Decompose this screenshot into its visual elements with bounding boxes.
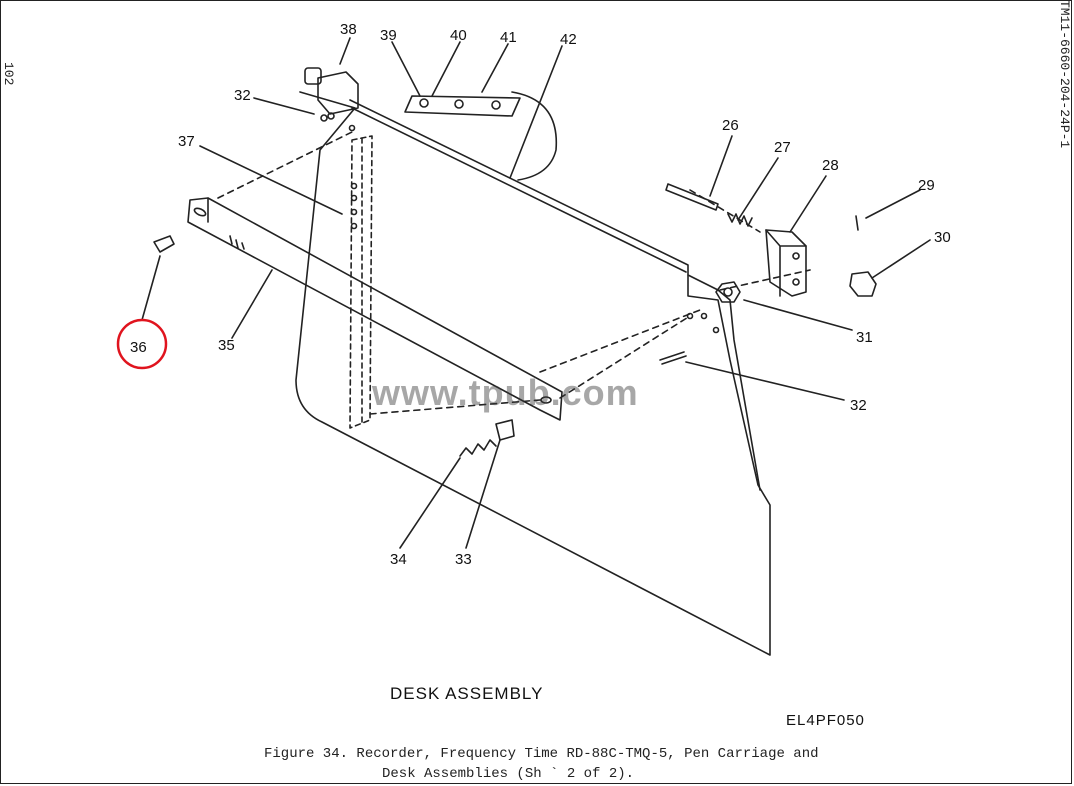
diagram-line xyxy=(350,208,358,216)
diagram-line xyxy=(871,239,931,279)
diagram-line xyxy=(350,222,358,230)
pin-26 xyxy=(665,183,719,211)
screw-36 xyxy=(153,235,175,253)
callout-40: 40 xyxy=(450,27,467,44)
callout-42: 42 xyxy=(560,31,577,48)
diagram-line xyxy=(231,269,273,339)
diagram-line xyxy=(229,235,245,250)
bushing-33 xyxy=(495,419,515,441)
diagram-line xyxy=(351,107,687,273)
diagram-line xyxy=(304,67,322,85)
diagram-line xyxy=(454,99,464,109)
callout-27: 27 xyxy=(774,139,791,156)
diagram-line xyxy=(743,299,853,331)
callout-36: 36 xyxy=(130,339,147,356)
desk-plate-curve xyxy=(511,91,558,181)
drawing-title: DESK ASSEMBLY xyxy=(390,684,544,703)
diagram-line xyxy=(789,175,827,233)
diagram-line xyxy=(350,194,358,202)
callout-41: 41 xyxy=(500,29,517,46)
desk-plate xyxy=(295,91,771,656)
pin-29 xyxy=(855,215,859,231)
bracket-38 xyxy=(317,71,359,115)
diagram-line xyxy=(540,396,552,404)
diagram-line xyxy=(865,189,921,219)
diagram-line xyxy=(193,207,207,217)
callout-26: 26 xyxy=(722,117,739,134)
diagram-line xyxy=(723,287,733,297)
diagram-line xyxy=(792,278,800,286)
diagram-line xyxy=(685,361,845,401)
diagram-line xyxy=(559,315,691,399)
drawing-code: EL4PF050 xyxy=(786,712,865,729)
watermark: www.tpub.com xyxy=(372,372,639,413)
diagram-line xyxy=(320,114,328,122)
callout-28: 28 xyxy=(822,157,839,174)
spring-34 xyxy=(459,439,497,457)
callout-29: 29 xyxy=(918,177,935,194)
callout-30: 30 xyxy=(934,229,951,246)
diagram-line xyxy=(700,312,708,320)
screw-32 xyxy=(659,351,687,365)
diagram-line xyxy=(737,157,779,221)
diagram-line xyxy=(399,457,461,549)
knob-30 xyxy=(849,271,877,297)
hinge-strip-37 xyxy=(349,135,373,429)
diagram-line xyxy=(712,326,720,334)
diagram-line xyxy=(539,309,701,373)
callout-32-top: 32 xyxy=(234,87,251,104)
diagram-line xyxy=(253,97,315,115)
diagram-line xyxy=(217,131,353,199)
nut-31 xyxy=(715,281,741,303)
spring-27 xyxy=(727,213,753,227)
highlight-circle xyxy=(116,318,168,370)
diagram-line xyxy=(141,255,161,321)
diagram-line xyxy=(765,229,807,297)
diagram-line xyxy=(339,37,351,65)
callout-31: 31 xyxy=(856,329,873,346)
diagram-line xyxy=(509,45,563,179)
diagram-line xyxy=(491,100,501,110)
callout-35: 35 xyxy=(218,337,235,354)
diagram-line xyxy=(686,312,694,320)
callout-33: 33 xyxy=(455,551,472,568)
diagram-line xyxy=(481,43,509,93)
callout-38: 38 xyxy=(340,21,357,38)
block-28 xyxy=(765,229,807,297)
callout-39: 39 xyxy=(380,27,397,44)
diagram-line xyxy=(369,399,541,415)
diagram-line xyxy=(348,124,356,132)
diagram-line xyxy=(419,98,429,108)
diagram-line xyxy=(391,41,421,97)
callout-32-right: 32 xyxy=(850,397,867,414)
diagram-line xyxy=(199,145,343,215)
figure-caption-line-1: Figure 34. Recorder, Frequency Time RD-8… xyxy=(264,746,819,762)
callout-34: 34 xyxy=(390,551,407,568)
plate-41 xyxy=(404,95,521,117)
diagram-line xyxy=(792,252,800,260)
diagram-line xyxy=(327,112,335,120)
diagram-line xyxy=(431,41,461,97)
diagram-line xyxy=(465,439,501,549)
diagram-line xyxy=(709,135,733,197)
diagram-line xyxy=(719,269,811,291)
diagram-line xyxy=(350,182,358,190)
callout-37: 37 xyxy=(178,133,195,150)
rod-42 xyxy=(349,99,761,491)
figure-caption-line-2: Desk Assemblies (Sh ` 2 of 2). xyxy=(382,766,635,782)
